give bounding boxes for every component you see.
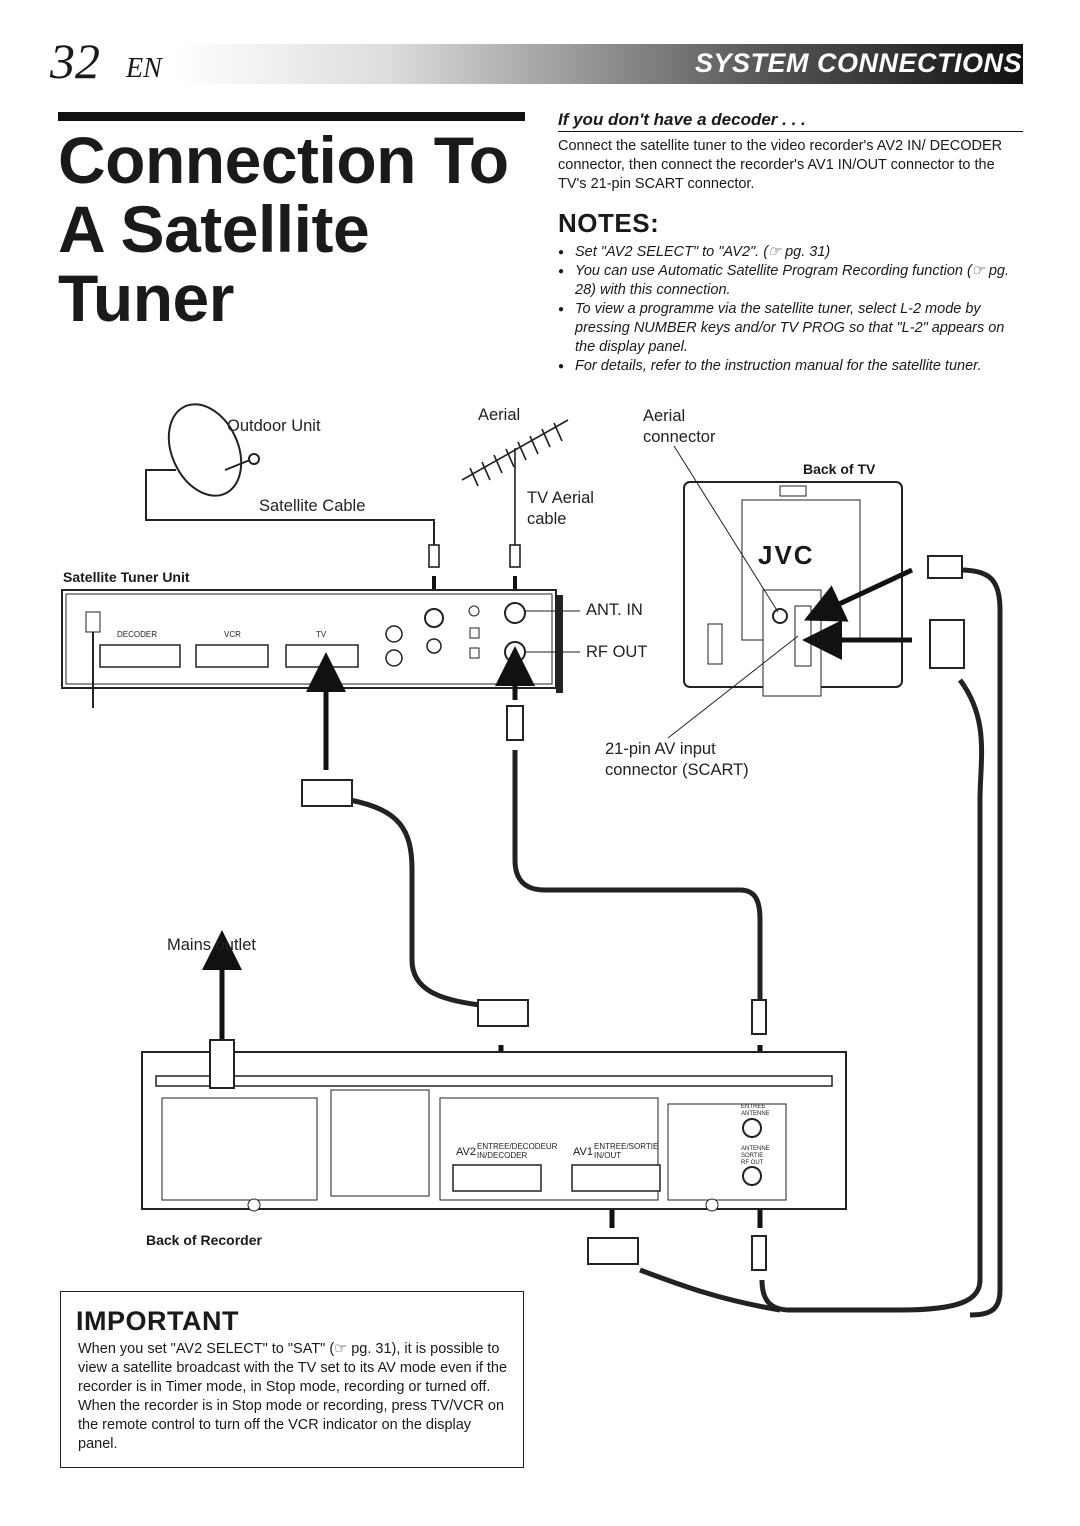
recorder-av1-label: AV1 xyxy=(573,1146,593,1158)
label-mains-outlet: Mains outlet xyxy=(167,936,256,954)
aerial-antenna-icon xyxy=(461,419,569,545)
notes-heading: NOTES: xyxy=(558,208,660,238)
page-number: 32 xyxy=(50,33,100,89)
label-line: SORTIE xyxy=(741,1153,764,1159)
notes-list: Set "AV2 SELECT" to "AV2". (☞ pg. 31) Yo… xyxy=(558,243,1024,376)
scart-plug-icon xyxy=(301,555,965,1271)
scart-cable xyxy=(349,797,481,1008)
page-title: Connection To A Satellite Tuner xyxy=(58,126,538,333)
port-label: TV xyxy=(316,630,327,639)
label-tv-aerial-cable: TV Aerial cable xyxy=(527,488,594,530)
note-item: Set "AV2 SELECT" to "AV2". (☞ pg. 31) xyxy=(558,243,1024,262)
note-item: For details, refer to the instruction ma… xyxy=(558,357,1024,376)
note-item: You can use Automatic Satellite Program … xyxy=(558,262,1024,300)
important-text: When you set "AV2 SELECT" to "SAT" (☞ pg… xyxy=(78,1341,508,1452)
note-item: To view a programme via the satellite tu… xyxy=(558,300,1024,357)
recorder-rfout-label: ANTENNE SORTIE RF OUT xyxy=(741,1146,770,1167)
recorder-av2-sub: ENTREE/DECODEUR IN/DECODER xyxy=(477,1142,557,1160)
label-line: ENTREE/SORTIE xyxy=(594,1142,659,1151)
label-line: ANTENNE xyxy=(741,1146,770,1152)
label-back-of-recorder: Back of Recorder xyxy=(146,1232,262,1248)
coax-plug-icon xyxy=(428,544,521,568)
label-line: ENTREE/DECODEUR xyxy=(477,1142,558,1151)
title-line-1: Connection To xyxy=(58,123,509,197)
important-heading: IMPORTANT xyxy=(76,1306,239,1336)
recorder-back-panel xyxy=(141,1039,847,1212)
no-decoder-rule xyxy=(558,131,1023,132)
label-scart-connector: 21-pin AV input connector (SCART) xyxy=(605,739,749,781)
label-line: ANTENNE xyxy=(741,1111,770,1117)
port-label: VCR xyxy=(224,630,241,639)
label-line: Aerial xyxy=(643,407,686,425)
label-ant-in: ANT. IN xyxy=(586,601,643,619)
label-line: cable xyxy=(527,510,567,528)
label-line: connector (SCART) xyxy=(605,761,749,779)
label-line: connector xyxy=(643,428,716,446)
rf-cable xyxy=(512,750,763,1000)
satellite-tuner-unit xyxy=(61,589,580,708)
tv-brand-logo: JVC xyxy=(758,540,815,570)
important-box xyxy=(60,1291,524,1468)
recorder-av1-sub: ENTREE/SORTIE IN/OUT xyxy=(594,1142,658,1160)
title-line-2: A Satellite xyxy=(58,192,370,266)
label-line: IN/OUT xyxy=(594,1151,622,1160)
label-aerial-connector: Aerial connector xyxy=(643,406,715,448)
label-rf-out: RF OUT xyxy=(586,643,648,661)
label-line: RF OUT xyxy=(741,1160,764,1166)
label-back-of-tv: Back of TV xyxy=(803,461,876,477)
recorder-antenne-label: ENTREE ANTENNE xyxy=(741,1104,770,1118)
header-bar xyxy=(175,44,1023,84)
label-line: IN/DECODER xyxy=(477,1151,528,1160)
no-decoder-heading: If you don't have a decoder . . . xyxy=(558,110,806,129)
scart-cable-tv xyxy=(639,567,1003,1318)
label-line: ENTREE xyxy=(741,1104,766,1110)
title-rule xyxy=(58,112,525,121)
section-title: SYSTEM CONNECTIONS xyxy=(694,48,1022,78)
no-decoder-text: Connect the satellite tuner to the video… xyxy=(558,138,1003,192)
page-language: EN xyxy=(126,53,162,84)
title-line-3: Tuner xyxy=(58,261,234,335)
label-aerial: Aerial xyxy=(478,406,521,424)
satellite-dish-icon xyxy=(145,403,435,545)
port-label: DECODER xyxy=(117,630,158,639)
label-line: 21-pin AV input xyxy=(605,740,716,758)
label-satellite-cable: Satellite Cable xyxy=(259,497,366,515)
label-satellite-tuner-unit: Satellite Tuner Unit xyxy=(63,569,190,585)
label-line: TV Aerial xyxy=(527,489,594,507)
tv-back-panel xyxy=(667,445,903,739)
recorder-av2-label: AV2 xyxy=(456,1146,476,1158)
label-outdoor-unit: Outdoor Unit xyxy=(227,417,321,435)
